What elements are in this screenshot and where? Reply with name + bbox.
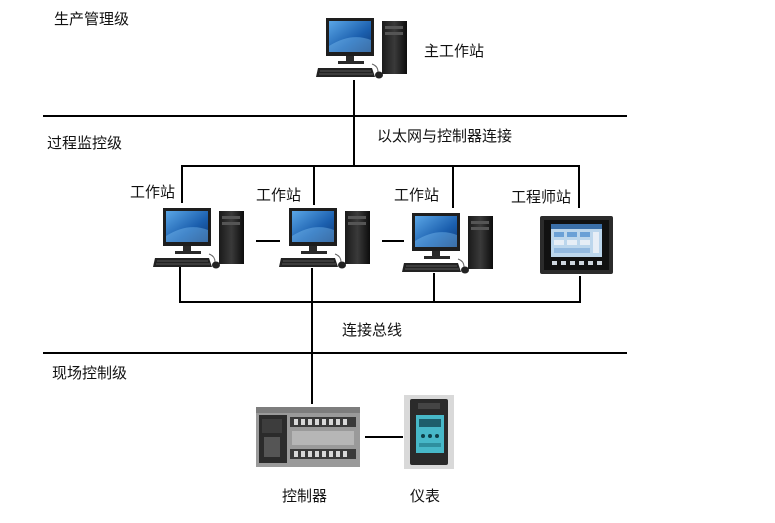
ethernet-line bbox=[181, 165, 580, 167]
level-label-process: 过程监控级 bbox=[47, 134, 123, 152]
bus-drop-4 bbox=[579, 276, 581, 303]
link-controller-instrument bbox=[365, 436, 403, 438]
instrument-label: 仪表 bbox=[410, 487, 441, 505]
workstation-3-computer-icon bbox=[401, 212, 496, 275]
engineer-station-label: 工程师站 bbox=[511, 188, 572, 206]
separator-production-process bbox=[43, 115, 627, 117]
instrument-icon bbox=[404, 395, 456, 471]
separator-process-field bbox=[43, 352, 627, 354]
main-workstation-label: 主工作站 bbox=[424, 42, 485, 60]
workstation-1-label: 工作站 bbox=[130, 183, 176, 201]
controller-plc-icon bbox=[256, 403, 366, 471]
level-label-field: 现场控制级 bbox=[52, 364, 128, 382]
workstation-3-label: 工作站 bbox=[394, 186, 440, 204]
main-workstation-computer-icon bbox=[315, 17, 410, 80]
workstation-2-computer-icon bbox=[278, 207, 373, 270]
main-drop-line bbox=[353, 80, 355, 166]
bus-drop-3 bbox=[433, 273, 435, 303]
ethernet-drop-3 bbox=[452, 165, 454, 208]
ethernet-drop-4 bbox=[578, 165, 580, 208]
link-ws2-ws3 bbox=[382, 240, 404, 242]
engineer-station-panel-icon bbox=[540, 216, 615, 276]
link-ws1-ws2 bbox=[256, 240, 280, 242]
ethernet-drop-1 bbox=[181, 165, 183, 203]
trunk-to-field bbox=[311, 268, 313, 404]
workstation-2-label: 工作站 bbox=[256, 186, 302, 204]
controller-label: 控制器 bbox=[282, 487, 328, 505]
bus-label: 连接总线 bbox=[342, 321, 403, 339]
bus-line bbox=[179, 301, 581, 303]
ethernet-label: 以太网与控制器连接 bbox=[377, 127, 513, 145]
ethernet-drop-2 bbox=[313, 165, 315, 205]
workstation-1-computer-icon bbox=[152, 207, 247, 270]
bus-drop-1 bbox=[179, 267, 181, 303]
level-label-production: 生产管理级 bbox=[54, 10, 130, 28]
